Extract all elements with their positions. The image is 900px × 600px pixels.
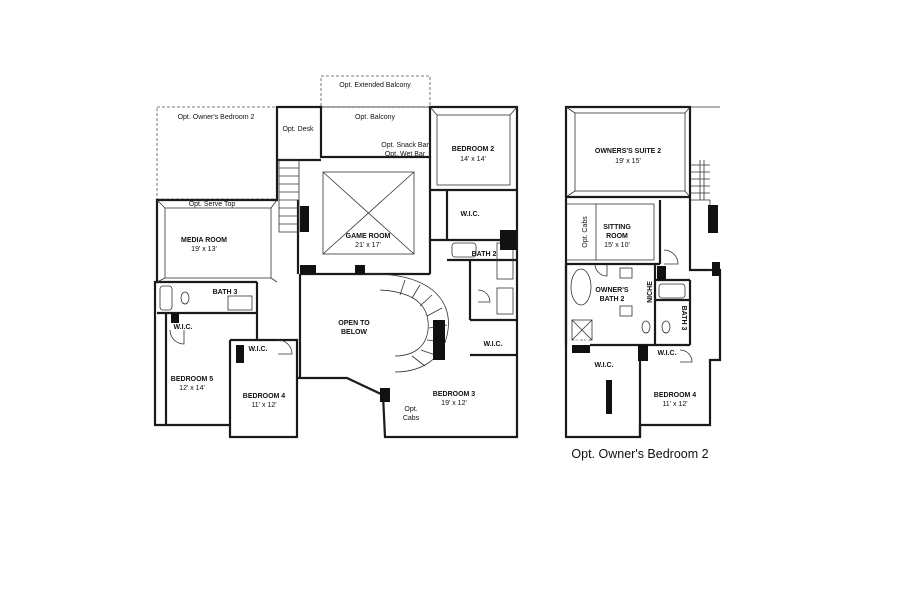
game-room-dims: 21' x 17' [355,242,381,249]
media-room-name: MEDIA ROOM [181,237,227,244]
wic-bedroom-4-label: W.I.C. [657,350,676,357]
opt-wet-bar-label: Opt. Wet Bar [385,151,426,158]
owners-suite-tray [574,112,686,192]
game-room-ceiling-lines [322,171,415,255]
bedroom-3-dims: 19' x 12' [441,400,467,407]
door-swing [663,249,679,265]
bath-3-tub [658,283,686,299]
owners-bath-2-name-line-1: OWNER'S [595,287,628,294]
bedroom-4-name: BEDROOM 4 [243,393,286,400]
sitting-room-tray [595,203,655,261]
left-plan-exterior-wall [153,105,519,439]
opt-extended-balcony-area [320,75,431,108]
left-floor-plan: Opt. Extended Balcony Opt. Owner's Bedro… [153,75,519,439]
right-plan-exterior-wall [564,105,722,439]
bath-3-vanity [227,295,253,311]
owners-bath-tub [570,268,592,306]
bath-3-vertical-label: BATH 3 [680,306,687,331]
bedroom-5-dims: 12' x 14' [179,385,205,392]
open-to-below-line-2: BELOW [341,329,367,336]
right-floor-plan: OWNERS'S SUITE 2 19' x 15' SITTING ROOM … [564,105,722,461]
niche-label: NICHE [647,281,654,303]
game-room-name: GAME ROOM [346,233,391,240]
bedroom-4-dims: 11' x 12' [251,402,276,409]
owners-bath-2-name-line-2: BATH 2 [600,296,625,303]
plan-caption: Opt. Owner's Bedroom 2 [571,447,708,461]
sitting-room-dims: 15' x 10' [604,242,630,249]
owners-shower [571,319,593,341]
sitting-room-name-line-1: SITTING [603,224,631,231]
bath-2-sink [496,287,514,315]
bedroom-2-name: BEDROOM 2 [452,146,495,153]
deck-stairs [690,160,710,200]
curved-staircase [364,273,449,373]
bath-2-label: BATH 2 [472,251,497,258]
door-swing [277,339,293,355]
door-swing [477,289,491,303]
opt-serve-top-label: Opt. Serve Top [189,201,236,208]
bedroom-4-dims: 11' x 12' [662,401,687,408]
wic-bedroom-4-label: W.I.C. [248,346,267,353]
door-swing [679,349,693,363]
toilet [661,320,671,334]
opt-owners-bedroom-2-label: Opt. Owner's Bedroom 2 [178,114,255,121]
opt-snack-bar-label: Opt. Snack Bar [381,142,429,149]
opt-cabs-label-line-1: Opt. [404,406,417,413]
bath-2-tub [451,242,477,258]
vanity-sink [619,267,633,279]
right-plan-deck [690,106,720,271]
opt-cabs-vertical-label: Opt. Cabs [582,216,589,248]
opt-extended-balcony-label: Opt. Extended Balcony [339,82,411,89]
bath-3-tub [159,285,173,311]
media-room-tray [164,207,272,279]
door-swing [594,263,608,277]
bath-3-label: BATH 3 [213,289,238,296]
staircase-upper [278,159,309,233]
wic-main-label: W.I.C. [594,362,613,369]
seat-label: SEAT [573,340,589,346]
owners-suite-2-name: OWNERS'S SUITE 2 [595,148,661,155]
bedroom-5-name: BEDROOM 5 [171,376,214,383]
owners-suite-2-dims: 19' x 15' [615,158,641,165]
bath-3-toilet [180,291,190,305]
wic-bedroom-5-label: W.I.C. [173,324,192,331]
bedroom-2-tray [436,114,511,186]
wic-bedroom-2-label: W.I.C. [460,211,479,218]
wic-bedroom-3-label: W.I.C. [483,341,502,348]
bedroom-3-name: BEDROOM 3 [433,391,476,398]
toilet [641,320,651,334]
opt-balcony-label: Opt. Balcony [355,114,396,121]
left-plan-interior-walls [157,157,517,425]
bedroom-4-name: BEDROOM 4 [654,392,697,399]
open-to-below-line-1: OPEN TO [338,320,370,327]
opt-desk-label: Opt. Desk [282,126,314,133]
vanity-sink [619,305,633,317]
game-room-ceiling-tray [322,171,415,255]
media-room-dims: 19' x 13' [191,246,217,253]
opt-cabs-label-line-2: Cabs [403,415,420,422]
door-swing [169,329,185,345]
sitting-room-name-line-2: ROOM [606,233,628,240]
bedroom-2-dims: 14' x 14' [460,156,486,163]
